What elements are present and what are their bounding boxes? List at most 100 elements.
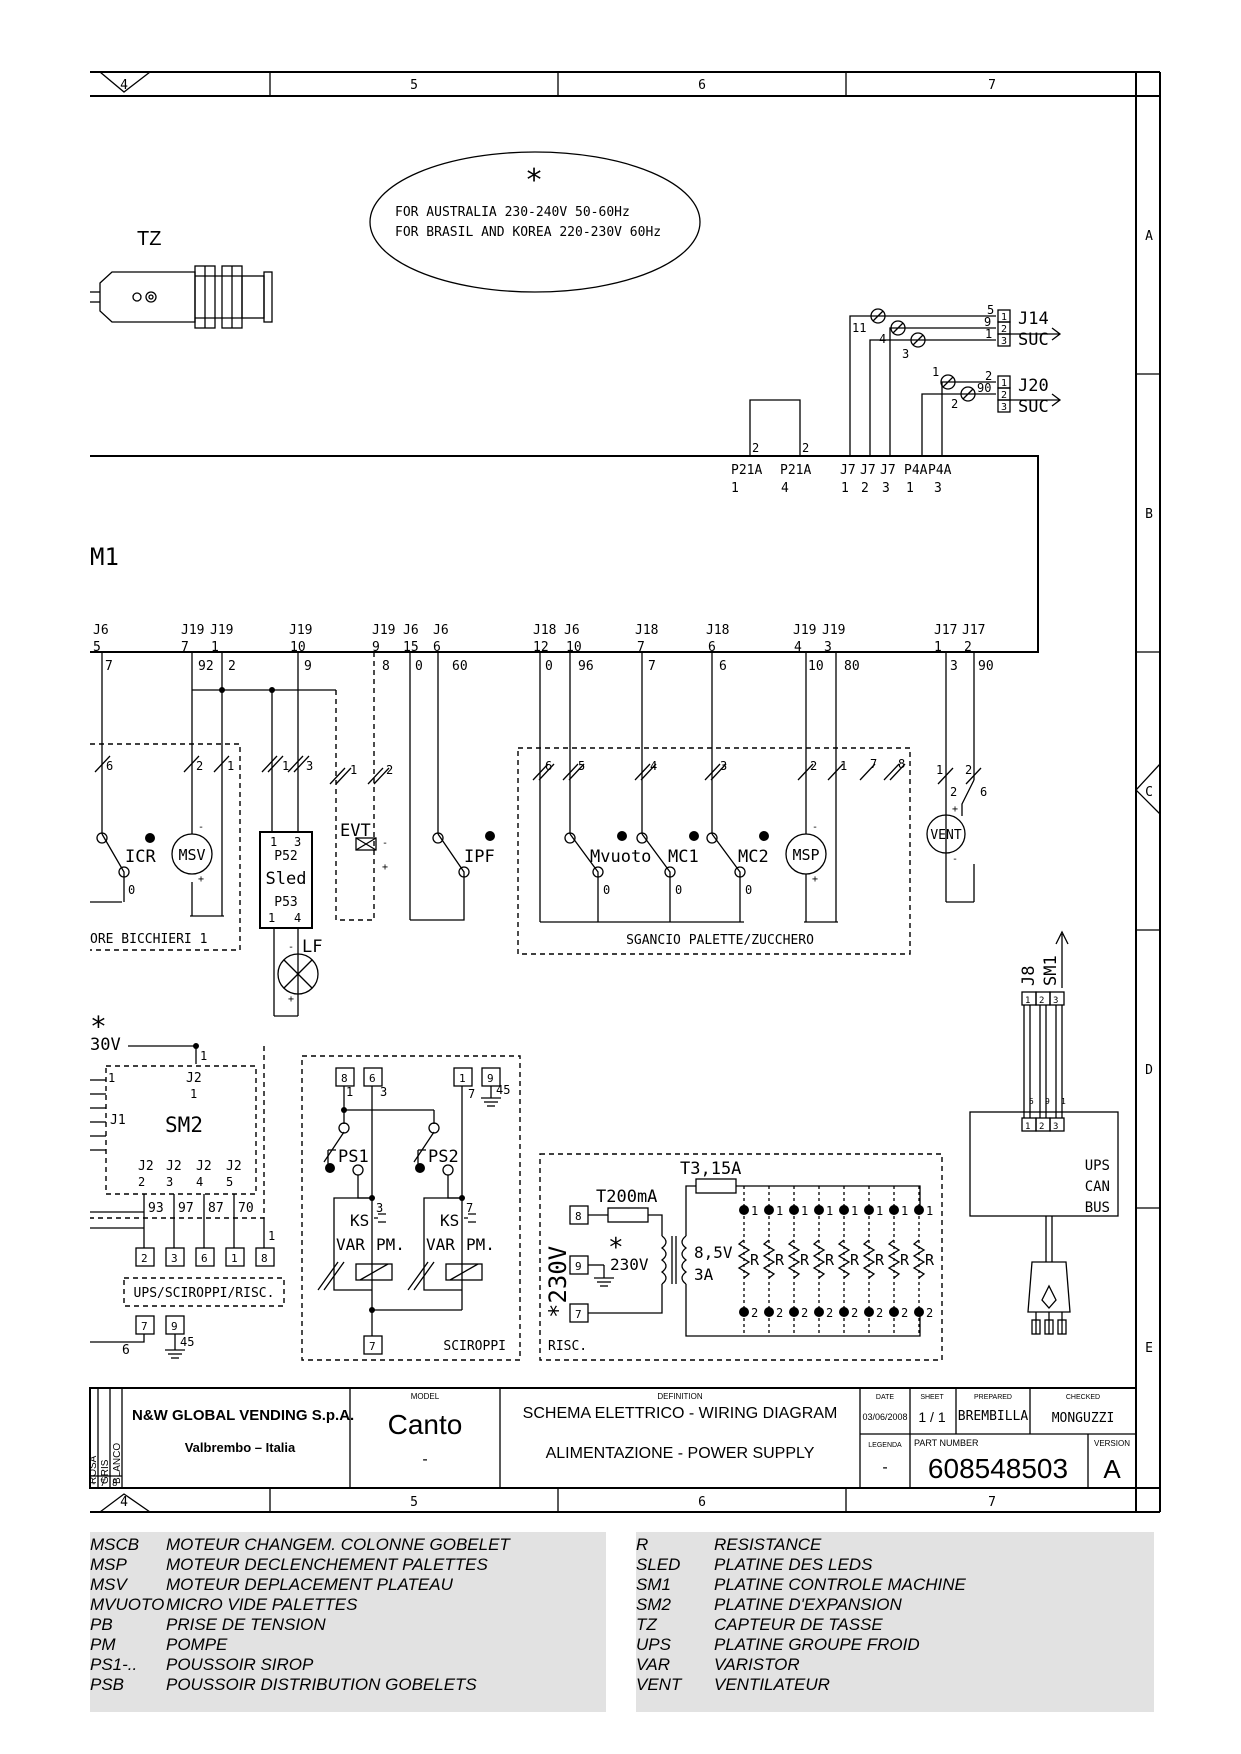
risc-group-label: RISC. xyxy=(548,1339,587,1354)
icr-pin-0: 0 xyxy=(128,883,135,897)
legenda-value: - xyxy=(882,1459,887,1476)
sm2-wire-1: 1 xyxy=(200,1049,207,1063)
svg-text:1: 1 xyxy=(751,1204,758,1218)
bot-conn-pin-10: 10 xyxy=(290,640,306,655)
p21a-wire-2b: 2 xyxy=(802,441,809,455)
legend-left-bg xyxy=(90,1532,606,1712)
wire-1: 1 xyxy=(985,327,992,341)
vent-wire-1: 1 xyxy=(936,763,943,777)
top-conn-pin-p4a-1: 1 xyxy=(906,481,914,496)
lf-label: LF xyxy=(302,937,322,957)
resistor-label: R xyxy=(925,1251,935,1269)
svg-text:3: 3 xyxy=(1001,402,1007,413)
grid-row-b: B xyxy=(1145,507,1153,522)
ps2-wire-7: 7 xyxy=(466,1201,473,1215)
grid-col-7: 7 xyxy=(988,78,996,93)
evt-minus: - xyxy=(382,838,388,849)
note-line-2: FOR BRASIL AND KOREA 220-230V 60Hz xyxy=(395,225,661,240)
mc1-pin-0: 0 xyxy=(675,883,682,897)
sciroppi-box-9: 9 xyxy=(487,1072,494,1085)
sled-pin-3: 3 xyxy=(294,835,301,849)
bot-conn-label-j19-1: J19 xyxy=(210,623,233,638)
v30-label: 30V xyxy=(90,1035,121,1055)
wire-1b: 1 xyxy=(932,365,939,379)
icr-msv-section: ORE BICCHIERI 1 ICR 0 6 MSV - + 2 1 xyxy=(90,652,336,951)
part-number-caption: PART NUMBER xyxy=(914,1438,979,1448)
grid-row-d: D xyxy=(1145,1063,1153,1078)
sm2-j2-pin-3: 3 xyxy=(166,1175,173,1189)
svg-text:2: 2 xyxy=(926,1306,933,1320)
color-code-gris: GRIS xyxy=(100,1459,111,1484)
star-230v: * xyxy=(90,1010,107,1043)
wire-num-92: 92 xyxy=(198,659,214,674)
legend-code: MVUOTO xyxy=(90,1595,164,1614)
legend-description: VENTILATEUR xyxy=(714,1675,830,1694)
sled-wire-1: 1 xyxy=(282,759,289,773)
legend-row: PS1-..POUSSOIR SIROP xyxy=(90,1655,314,1674)
j14-suc-label: SUC xyxy=(1018,330,1049,350)
sm2-j2-d: J2 xyxy=(226,1159,242,1174)
top-conn-pin-1: 1 xyxy=(731,481,739,496)
sgancio-wire-3: 3 xyxy=(720,759,727,773)
svg-text:1: 1 xyxy=(926,1204,933,1218)
top-conn-label-p21a-4: P21A xyxy=(780,463,811,478)
legend-code: TZ xyxy=(636,1615,657,1634)
wire-2b: 2 xyxy=(951,397,958,411)
bot-conn-pin-15: 15 xyxy=(403,640,419,655)
grid-row-a: A xyxy=(1145,229,1153,244)
ks-label-1: KS xyxy=(350,1211,369,1230)
lf-plus: + xyxy=(288,994,294,1005)
legend-description: MOTEUR DEPLACEMENT PLATEAU xyxy=(166,1575,454,1594)
bot-conn-pin-1b: 1 xyxy=(934,640,942,655)
resistor-label: R xyxy=(900,1251,910,1269)
resistor-1: 12R xyxy=(737,1186,760,1336)
msv-wire-2: 2 xyxy=(196,759,203,773)
bot-conn-pin-7: 7 xyxy=(181,640,189,655)
svg-text:2: 2 xyxy=(901,1306,908,1320)
msp-plus: + xyxy=(812,874,818,885)
model-name: Canto xyxy=(388,1409,463,1440)
star-230v-risc: * xyxy=(608,1233,624,1263)
sciroppi-box-1: 1 xyxy=(459,1072,466,1085)
sm2-j2-pin-5: 5 xyxy=(226,1175,233,1189)
msv-wire-1: 1 xyxy=(227,759,234,773)
tz-label: TZ xyxy=(137,228,161,250)
svg-text:2: 2 xyxy=(851,1306,858,1320)
top-conn-label-j7-2: J7 xyxy=(860,463,876,478)
legend-description: VARISTOR xyxy=(714,1655,800,1674)
mc2-pin-0: 0 xyxy=(745,883,752,897)
bot-conn-label-j19-7: J19 xyxy=(181,623,204,638)
icr-label: ICR xyxy=(125,847,156,867)
resistor-3: 12R xyxy=(787,1186,810,1336)
legend-description: PLATINE CONTROLE MACHINE xyxy=(714,1575,967,1594)
sciroppi-wire-3: 3 xyxy=(380,1085,387,1099)
msv-plus: + xyxy=(198,874,204,885)
bot-conn-label-j19-10: J19 xyxy=(289,623,312,638)
legend-description: CAPTEUR DE TASSE xyxy=(714,1615,883,1634)
m1-label: M1 xyxy=(90,543,119,571)
wire-5: 5 xyxy=(987,303,994,317)
sm2-j2-pin-4: 4 xyxy=(196,1175,203,1189)
note-line-1: FOR AUSTRALIA 230-240V 50-60Hz xyxy=(395,205,630,220)
svg-text:1: 1 xyxy=(826,1204,833,1218)
can-label: CAN xyxy=(1085,1179,1110,1195)
svg-text:2: 2 xyxy=(876,1306,883,1320)
ups-box-3: 3 xyxy=(171,1252,178,1265)
legend-row: VENT VENTILATEUR xyxy=(636,1675,830,1694)
tz-cup-sensor: TZ xyxy=(90,228,273,329)
svg-text:3: 3 xyxy=(1053,1122,1058,1132)
top-conn-label-p21a-1: P21A xyxy=(731,463,762,478)
bot-conn-label-j17-2: J17 xyxy=(962,623,985,638)
p21a-wire-2a: 2 xyxy=(752,441,759,455)
legend-code: VENT xyxy=(636,1675,683,1694)
vent-label: VENT xyxy=(930,828,961,843)
sm2-label: SM2 xyxy=(165,1113,203,1137)
